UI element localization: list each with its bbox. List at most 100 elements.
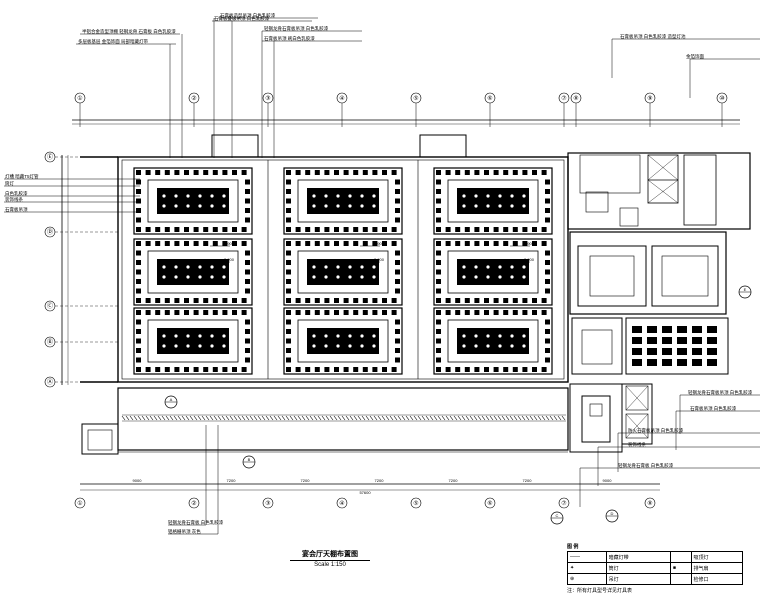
ceiling-coffer [283,307,403,375]
level-mark: 3.900 [510,241,535,247]
grid-bubble-left: Ⓑ [44,336,120,348]
grid-bubble-bottom: ⑤ [410,497,422,509]
section-marker: D [605,509,619,523]
grid-bubble-bottom: ③ [262,497,274,509]
grid-label: ⑨ [647,95,652,102]
grid-bubble-bottom: ① [74,497,86,509]
legend-symbol [669,573,692,585]
legend-desc: 吸顶灯 [690,551,744,563]
level-text: 3.900 [374,241,385,246]
section-marker: C [550,511,564,525]
grid-label: ⑧ [647,500,652,507]
ceiling-coffer [433,307,553,375]
grid-bubble-bottom: ④ [336,497,348,509]
legend-desc: 排气扇 [690,562,744,574]
level-text: 3.900 [224,241,235,246]
callout-right: 石膏板吊顶 白色乳胶漆 造型灯池 [620,33,686,40]
section-marker: B [242,455,256,469]
section-label: E [744,287,747,292]
callout-left: 灯槽 暗藏T5灯管 [5,173,39,180]
callout-top: 多层板基层 金箔饰面 局部暗藏灯带 [78,38,148,45]
callout-right: 装饰线条 [628,441,646,448]
grid-label: ⑦ [561,500,566,507]
level-text: 3.900 [524,257,535,262]
grid-bubble-top: ⑨ [644,92,656,127]
grid-bubble-top: ① [74,92,86,127]
grid-label: Ⓓ [47,228,53,236]
grid-bubble-left: Ⓒ [44,300,120,312]
grid-label: ⑦ [561,95,566,102]
callout-top: 石膏板叠级吊顶 白色乳胶漆 [214,15,270,22]
callout-top: 石膏板造型吊顶 白色乳胶漆 [220,12,276,19]
level-text: 3.900 [374,257,385,262]
grid-bubble-top: ⑩ [716,92,728,127]
dimension-value: 7200 [227,478,237,483]
dimension-value: 7200 [449,478,459,483]
grid-label: Ⓑ [47,338,53,346]
ceiling-coffer [283,238,403,306]
grid-bubble-bottom: ② [188,497,200,509]
grid-bubble-top: ② [188,92,200,127]
grid-label: ⑤ [413,500,418,507]
level-mark: 3.900 [360,241,385,247]
dimension-value: 7200 [301,478,311,483]
level-mark: 3.900 [210,241,235,247]
legend-symbol: ⊕ [567,573,607,585]
grid-bubble-bottom: ⑦ [558,497,570,509]
dimension-total: 57600 [359,490,371,495]
grid-label: ⑩ [719,95,724,102]
legend-desc: 筒灯 [605,562,671,574]
grid-label: ③ [265,95,270,102]
legend-heading: 图 例 [567,544,579,550]
callout-top: 轻钢龙骨石膏板吊顶 白色乳胶漆 [264,25,329,32]
grid-bubble-top: ⑤ [410,92,422,127]
ceiling-coffer [433,238,553,306]
ceiling-coffer [133,307,253,375]
drawing-scale: Scale 1:150 [314,562,346,568]
callout-top: 半铝合金造型顶棚 轻钢龙骨 石膏板 白色乳胶漆 [82,28,176,35]
grid-label: ① [77,95,82,102]
grid-label: ④ [339,95,344,102]
legend-note: 注：所有灯具型号详见灯具表 [567,588,633,594]
drawing-title: 宴会厅天棚布置图 [290,549,370,561]
grid-bubble-left: Ⓔ [44,151,120,163]
grid-bubble-top: ③ [262,92,274,127]
callout-right: 石膏板吊顶 白色乳胶漆 [690,405,737,412]
legend-box: 图 例 —— 暗藏灯带 吸顶灯 ✦ 筒灯 ■ 排气扇 ⊕ 吊灯 检修口 注：所有… [567,543,744,594]
grid-label: ④ [339,500,344,507]
level-text: 3.900 [524,241,535,246]
legend-row: ✦ 筒灯 ■ 排气扇 [567,562,744,574]
level-text: 3.900 [224,257,235,262]
grid-bubble-bottom: ⑥ [484,497,496,509]
section-label: C [556,513,559,518]
grid-label: ⑧ [573,95,578,102]
legend-row: —— 暗藏灯带 吸顶灯 [567,551,744,563]
dimension-value: 7200 [375,478,385,483]
ceiling-coffer [283,167,403,235]
grid-label: ⑤ [413,95,418,102]
grid-bubble-top: ⑧ [570,92,582,127]
legend-symbol: —— [567,551,607,563]
callout-top: 石膏板吊顶 刷白色乳胶漆 [264,35,315,42]
legend-symbol: ✦ [567,562,607,574]
ceiling-coffer [433,167,553,235]
grid-label: Ⓒ [47,302,53,310]
drawing-title-block: 宴会厅天棚布置图 Scale 1:150 [290,549,370,568]
grid-bubble-left: Ⓓ [44,226,120,238]
callout-left: 装饰线条 [5,196,23,203]
grid-label: Ⓐ [47,378,53,386]
grid-label: ② [191,500,196,507]
section-marker: E [738,285,752,299]
dimension-value: 9000 [133,478,143,483]
grid-ceiling [632,326,717,366]
callout-left: 筒灯 [5,180,14,187]
dimension-value: 9000 [603,478,613,483]
section-label: B [248,457,251,462]
callout-right: 金箔饰面 [686,53,704,60]
grid-label: ⑥ [487,95,492,102]
section-label: D [611,511,614,516]
grid-bubble-left: Ⓐ [44,376,120,388]
callout-right: 轻钢龙骨石膏板 白色乳胶漆 [618,462,674,469]
grid-label: ⑥ [487,500,492,507]
